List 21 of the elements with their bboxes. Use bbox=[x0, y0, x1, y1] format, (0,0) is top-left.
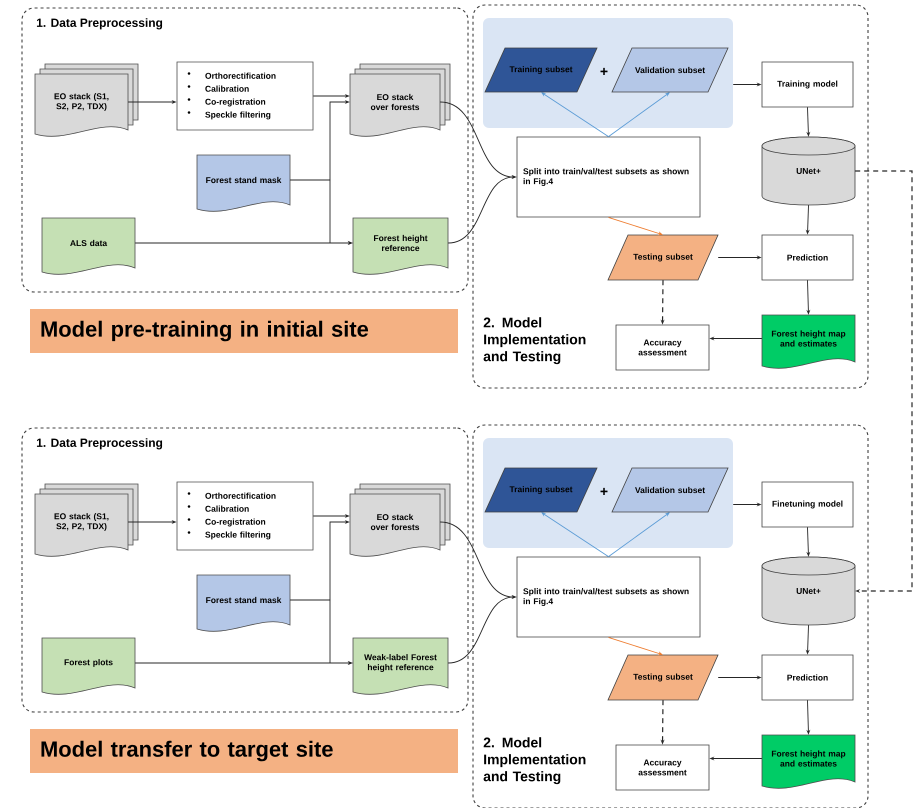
step-list-box: Orthorectification Calibration Co-registration Speckle filtering bbox=[176, 62, 314, 130]
process-box: Prediction bbox=[762, 234, 854, 280]
document-stack: EO stack (S1, S2, P2, TDX) bbox=[34, 484, 138, 557]
document-stack: EO stack over forests bbox=[350, 64, 450, 137]
step-list-box: Orthorectification Calibration Co-registration Speckle filtering bbox=[176, 482, 314, 550]
process-box: Finetuning model bbox=[762, 482, 854, 528]
process-box: Accuracy assessment bbox=[616, 744, 710, 790]
plus-sign: + bbox=[600, 68, 608, 75]
process-box: Split into train/val/test subsets as shown in Fig.4 bbox=[516, 556, 700, 638]
database-cylinder: UNet+ bbox=[762, 556, 856, 626]
database-cylinder: UNet+ bbox=[762, 136, 856, 206]
document-stack: EO stack over forests bbox=[350, 484, 450, 557]
process-box: Training model bbox=[762, 62, 854, 108]
plus-sign: + bbox=[600, 488, 608, 495]
process-box: Split into train/val/test subsets as shown in Fig.4 bbox=[516, 136, 700, 218]
document-stack: EO stack (S1, S2, P2, TDX) bbox=[34, 64, 138, 137]
title-band: Model transfer to target site bbox=[30, 729, 458, 773]
title-band: Model pre-training in initial site bbox=[30, 309, 458, 353]
dashed-arrow bbox=[855, 170, 913, 594]
process-box: Prediction bbox=[762, 654, 854, 700]
process-box: Accuracy assessment bbox=[616, 324, 710, 370]
